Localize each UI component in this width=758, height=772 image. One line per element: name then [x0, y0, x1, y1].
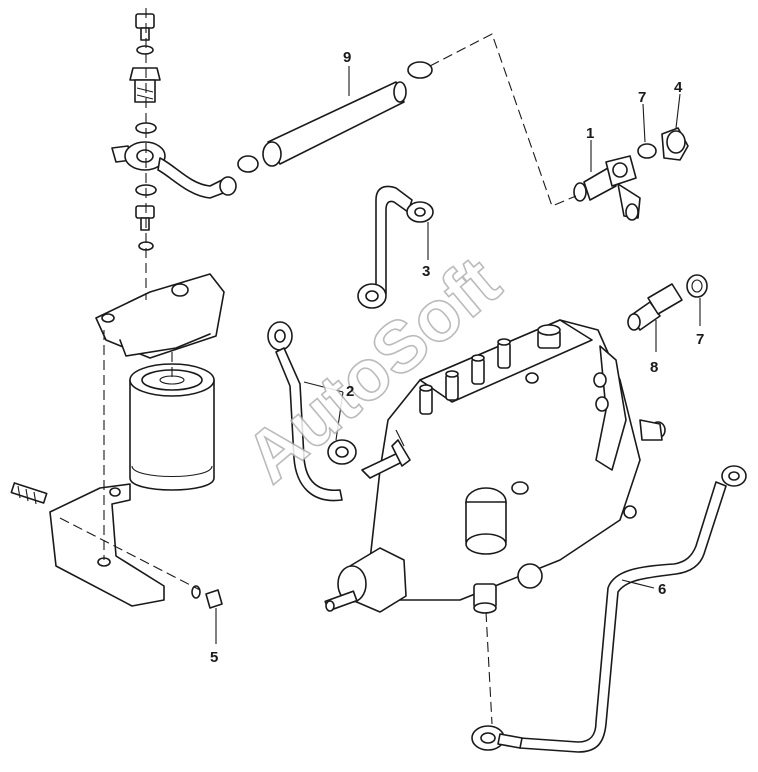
- fuel-filter-cartridge: [129, 363, 215, 491]
- callout-8: 8: [650, 359, 658, 376]
- mounting-bracket: [10, 482, 223, 609]
- fuel-filter-head: [95, 273, 225, 359]
- return-pipe: [357, 185, 434, 309]
- union-fitting: [573, 155, 641, 221]
- fuel-hose: [237, 61, 433, 173]
- drain-pipe: [471, 465, 747, 753]
- callout-7-lower: 7: [696, 331, 704, 348]
- banjo-fitting: [111, 141, 237, 199]
- cap-nut: [661, 127, 689, 161]
- callout-7-upper: 7: [638, 89, 646, 106]
- callout-9: 9: [343, 49, 351, 66]
- injection-pump: [324, 319, 666, 614]
- washer-lower: [686, 274, 708, 298]
- connector-fitting: [627, 283, 683, 331]
- assembly-lines: [59, 8, 577, 725]
- washer-upper: [637, 143, 657, 159]
- callout-5: 5: [210, 649, 218, 666]
- leader-lines: [215, 66, 701, 644]
- callout-6: 6: [658, 581, 666, 598]
- callout-2: 2: [346, 383, 354, 400]
- callout-labels: 9 1 7 4 3 2 8 7 6 5: [210, 49, 704, 666]
- callout-1: 1: [586, 125, 594, 142]
- injection-pipe: [267, 321, 357, 502]
- banjo-bolt-stack: [129, 13, 161, 251]
- callout-4: 4: [674, 79, 683, 96]
- callout-3: 3: [422, 263, 430, 280]
